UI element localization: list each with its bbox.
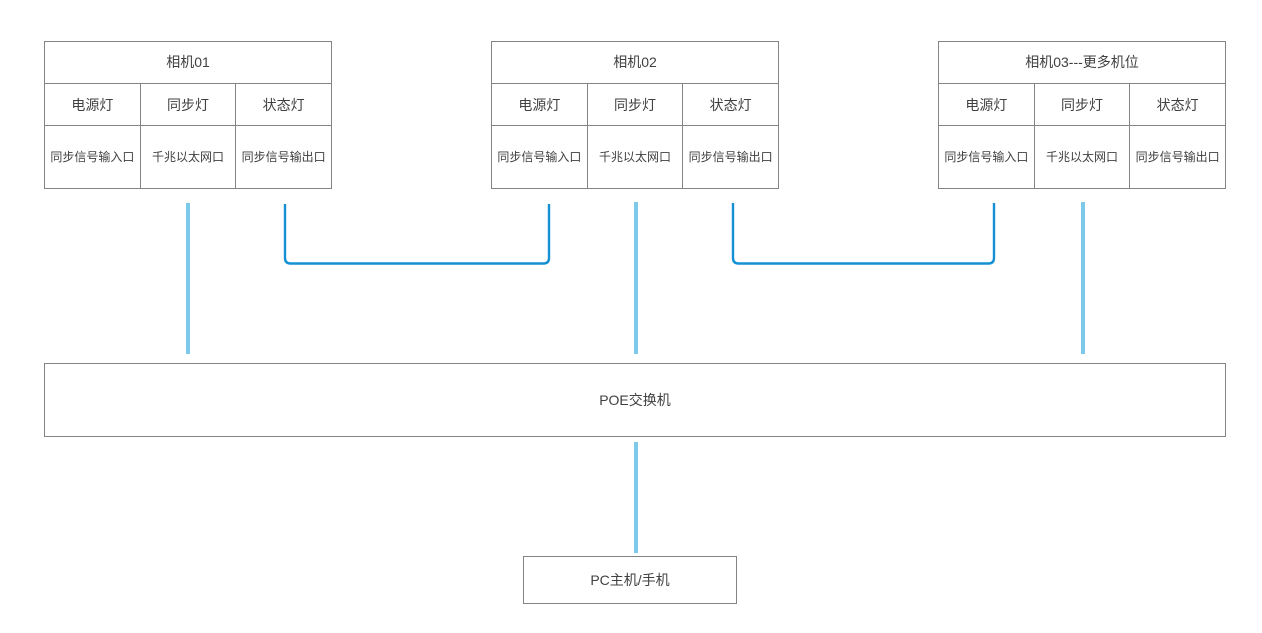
camera-02-ports-row: 同步信号输入口 千兆以太网口 同步信号输出口 — [492, 126, 778, 188]
camera-02-sync-out-port-cell: 同步信号输出口 — [682, 126, 778, 188]
camera-03-node: 相机03---更多机位 电源灯 同步灯 状态灯 同步信号输入口 千兆以太网口 同… — [938, 41, 1226, 189]
camera-01-status-light-cell: 状态灯 — [235, 84, 332, 126]
camera-03-title: 相机03---更多机位 — [939, 42, 1225, 84]
camera-01-power-light-cell: 电源灯 — [45, 84, 140, 126]
camera-02-sync-light-cell: 同步灯 — [586, 84, 683, 126]
camera-02-status-light-cell: 状态灯 — [682, 84, 779, 126]
camera-03-power-light-cell: 电源灯 — [939, 84, 1034, 126]
camera-03-lights-row: 电源灯 同步灯 状态灯 — [939, 84, 1226, 126]
camera-01-node: 相机01 电源灯 同步灯 状态灯 同步信号输入口 千兆以太网口 同步信号输出口 — [44, 41, 332, 189]
camera-02-sync-in-port-cell: 同步信号输入口 — [497, 150, 582, 164]
cable-cam01-syncout-to-cam02-syncin — [283, 204, 551, 265]
camera-03-ports-row: 同步信号输入口 千兆以太网口 同步信号输出口 — [939, 126, 1225, 188]
poe-switch-node: POE交换机 — [44, 363, 1226, 437]
cable-cam02-syncout-to-cam03-syncin — [731, 203, 996, 265]
camera-01-sync-light-cell: 同步灯 — [139, 84, 236, 126]
camera-03-sync-light-cell: 同步灯 — [1033, 84, 1130, 126]
camera-01-sync-in-port-cell: 同步信号输入口 — [50, 150, 135, 164]
camera-01-title: 相机01 — [45, 42, 331, 84]
pc-host-label: PC主机/手机 — [590, 572, 670, 588]
camera-03-sync-in-port-cell: 同步信号输入口 — [944, 150, 1029, 164]
poe-switch-label: POE交换机 — [599, 392, 671, 408]
camera-02-power-light-cell: 电源灯 — [492, 84, 587, 126]
camera-01-ethernet-port-cell: 千兆以太网口 — [139, 126, 236, 188]
camera-02-ethernet-port-cell: 千兆以太网口 — [586, 126, 683, 188]
camera-02-title: 相机02 — [492, 42, 778, 84]
camera-01-ports-row: 同步信号输入口 千兆以太网口 同步信号输出口 — [45, 126, 331, 188]
camera-02-lights-row: 电源灯 同步灯 状态灯 — [492, 84, 779, 126]
camera-03-sync-out-port-cell: 同步信号输出口 — [1129, 126, 1225, 188]
camera-03-status-light-cell: 状态灯 — [1129, 84, 1226, 126]
camera-02-node: 相机02 电源灯 同步灯 状态灯 同步信号输入口 千兆以太网口 同步信号输出口 — [491, 41, 779, 189]
camera-01-lights-row: 电源灯 同步灯 状态灯 — [45, 84, 332, 126]
camera-03-ethernet-port-cell: 千兆以太网口 — [1033, 126, 1130, 188]
pc-host-node: PC主机/手机 — [523, 556, 737, 604]
camera-01-sync-out-port-cell: 同步信号输出口 — [235, 126, 331, 188]
